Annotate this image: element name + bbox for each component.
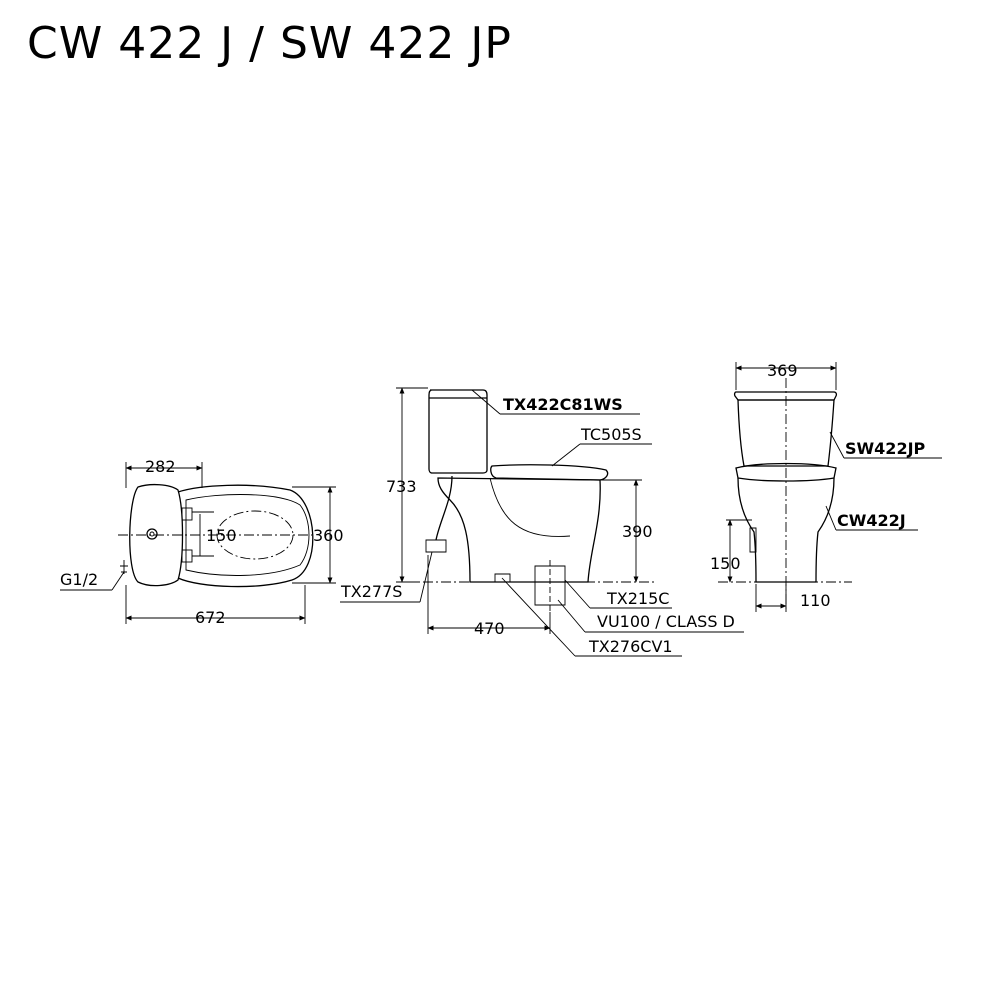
dim-672: 672	[195, 608, 226, 627]
side-view-bowl	[437, 477, 601, 583]
label-sw422jp: SW422JP	[845, 439, 926, 458]
label-tc505s: TC505S	[580, 425, 642, 444]
page-title: CW 422 J / SW 422 JP	[27, 18, 512, 69]
top-view-bowl	[177, 484, 314, 588]
top-view-tank	[129, 483, 184, 587]
dim-110: 110	[800, 591, 831, 610]
front-view: 369 150 110 SW422JP CW422J	[710, 361, 942, 612]
label-g12: G1/2	[60, 570, 98, 589]
label-tx277s: TX277S	[340, 582, 402, 601]
label-tx215c: TX215C	[606, 589, 669, 608]
dim-369: 369	[767, 361, 798, 380]
dim-150-top: 150	[206, 526, 237, 545]
dim-733: 733	[386, 477, 417, 496]
flush-button-circle	[146, 528, 158, 540]
dim-282: 282	[145, 457, 176, 476]
dim-390: 390	[622, 522, 653, 541]
side-view-tank	[428, 389, 488, 474]
label-tx422c81ws: TX422C81WS	[503, 395, 623, 414]
dim-150-front: 150	[710, 554, 741, 573]
side-view-seat	[490, 464, 609, 481]
label-tx276cv1: TX276CV1	[588, 637, 673, 656]
top-view: 282 360 150 672 G1/2	[60, 457, 344, 627]
label-vu100: VU100 / CLASS D	[597, 612, 735, 631]
side-view: 733 390 470 TX277S TX422C81WS TC505S TX2…	[340, 387, 744, 657]
label-cw422j: CW422J	[837, 511, 906, 530]
dim-360: 360	[313, 526, 344, 545]
dim-470: 470	[474, 619, 505, 638]
front-view-tank-lid	[733, 391, 838, 401]
